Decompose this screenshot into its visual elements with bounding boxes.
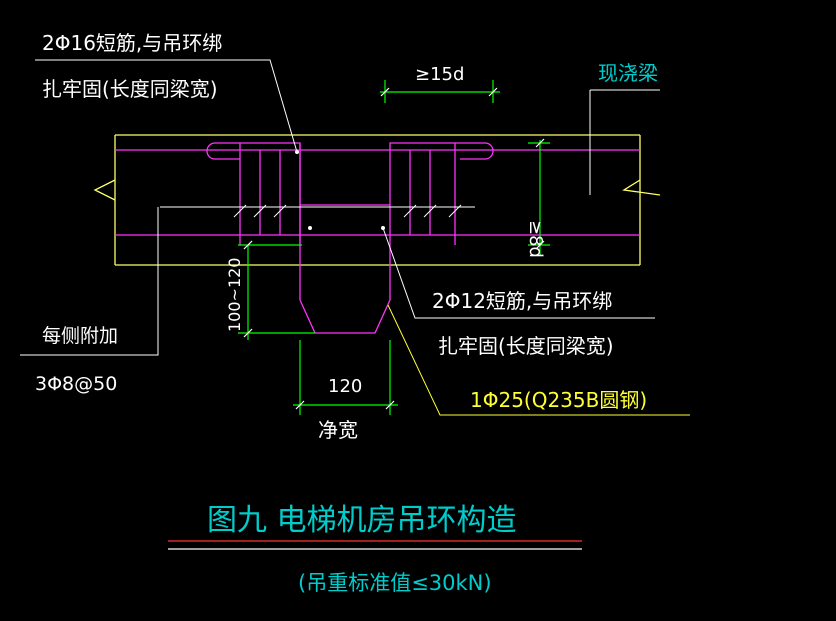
clear-width-label: 净宽 — [318, 418, 358, 442]
tick — [243, 240, 253, 250]
hanger-ring-bottom-loop — [299, 299, 391, 334]
anchor-length-label: ≥15d — [415, 64, 464, 85]
tick — [385, 400, 395, 410]
each-side-label-line1: 每侧附加 — [42, 325, 118, 347]
dot — [308, 226, 312, 230]
mid-rebar-label-line2: 扎牢固(长度同梁宽) — [438, 334, 614, 358]
figure-title: 图九 电梯机房吊环构造 — [207, 503, 517, 538]
dimension-lines — [238, 80, 550, 415]
stirrup-ticks — [160, 150, 475, 230]
each-side-leader — [20, 207, 159, 356]
each-side-label-line2: 3Φ8@50 — [35, 373, 117, 395]
dimension-ticks — [243, 87, 545, 410]
rebar-group — [115, 142, 640, 334]
hook-depth-label: 100~120 — [225, 258, 244, 332]
left-break-mark — [93, 179, 116, 201]
tick — [380, 87, 390, 97]
hanger-ring-label: 1Φ25(Q235B圆钢) — [470, 388, 647, 412]
figure-subtitle: (吊重标准值≤30kN) — [298, 571, 492, 595]
mid-rebar-leader — [382, 227, 655, 319]
hanger-ring-leader — [387, 304, 690, 416]
ring-width-label: 120 — [328, 376, 362, 397]
tick — [535, 240, 545, 250]
tick — [488, 87, 498, 97]
height-dim-label: ≥8d — [525, 220, 546, 258]
tick — [295, 400, 305, 410]
top-rebar-label-line2: 扎牢固(长度同梁宽) — [42, 77, 218, 101]
beam-name-label: 现浇梁 — [598, 61, 658, 85]
mid-rebar-label-line1: 2Φ12短筋,与吊环绑 — [432, 289, 612, 313]
left-ring-top-hook — [206, 142, 301, 245]
top-rebar-leader — [35, 59, 298, 153]
right-break-mark — [622, 179, 661, 196]
tick — [243, 328, 253, 338]
top-rebar-label-line1: 2Φ16短筋,与吊环绑 — [42, 31, 222, 55]
right-ring-top-hook — [389, 142, 494, 300]
leader-lines — [20, 59, 660, 356]
beam-outline — [93, 134, 661, 266]
tick — [535, 138, 545, 148]
